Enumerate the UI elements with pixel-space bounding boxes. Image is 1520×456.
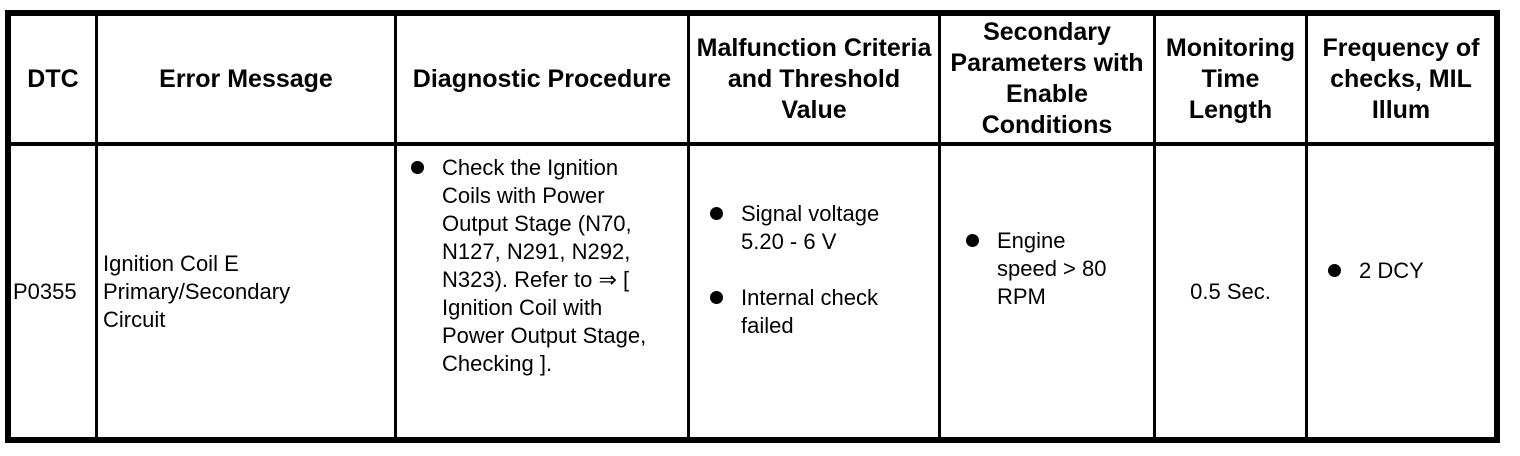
bullet-icon xyxy=(710,207,723,220)
list-item: Engine speed > 80 RPM xyxy=(966,227,1153,311)
cell-monitoring-time: 0.5 Sec. xyxy=(1153,146,1305,437)
cell-frequency-of-checks: 2 DCY xyxy=(1305,146,1494,437)
list-item: 2 DCY xyxy=(1328,257,1494,285)
column-header-dtc: DTC xyxy=(11,16,95,146)
bullet-icon xyxy=(411,161,424,174)
bullet-icon xyxy=(1328,264,1341,277)
list-item: Internal check failed xyxy=(710,284,938,340)
list-item: Signal voltage 5.20 - 6 V xyxy=(710,200,938,256)
dtc-table: DTC Error Message Diagnostic Procedure M… xyxy=(5,10,1500,443)
bullet-icon xyxy=(710,291,723,304)
cell-secondary-parameters: Engine speed > 80 RPM xyxy=(938,146,1153,437)
malfunction-criteria-text: Internal check failed xyxy=(741,285,878,338)
cell-dtc-code: P0355 xyxy=(11,146,95,437)
column-header-diagnostic-procedure: Diagnostic Procedure xyxy=(394,16,687,146)
cell-error-message: Ignition Coil E Primary/Secondary Circui… xyxy=(95,146,394,437)
column-header-frequency-of-checks: Frequency of checks, MIL Illum xyxy=(1305,16,1494,146)
column-header-error-message: Error Message xyxy=(95,16,394,146)
diagnostic-procedure-text: Check the Ignition Coils with Power Outp… xyxy=(442,155,647,376)
frequency-of-checks-text: 2 DCY xyxy=(1359,258,1424,283)
malfunction-criteria-text: Signal voltage 5.20 - 6 V xyxy=(741,201,880,254)
secondary-parameters-text: Engine speed > 80 RPM xyxy=(997,228,1107,309)
column-header-malfunction-criteria: Malfunction Criteria and Threshold Value xyxy=(687,16,938,146)
bullet-icon xyxy=(966,234,979,247)
dtc-code: P0355 xyxy=(13,278,77,304)
column-header-monitoring-time: Monitoring Time Length xyxy=(1153,16,1305,146)
column-header-secondary-parameters: Secondary Parameters with Enable Conditi… xyxy=(938,16,1153,146)
cell-malfunction-criteria: Signal voltage 5.20 - 6 V Internal check… xyxy=(687,146,938,437)
error-message-text: Ignition Coil E Primary/Secondary Circui… xyxy=(103,250,291,332)
list-item: Check the Ignition Coils with Power Outp… xyxy=(411,154,687,378)
monitoring-time-text: 0.5 Sec. xyxy=(1190,278,1271,304)
cell-diagnostic-procedure: Check the Ignition Coils with Power Outp… xyxy=(394,146,687,437)
